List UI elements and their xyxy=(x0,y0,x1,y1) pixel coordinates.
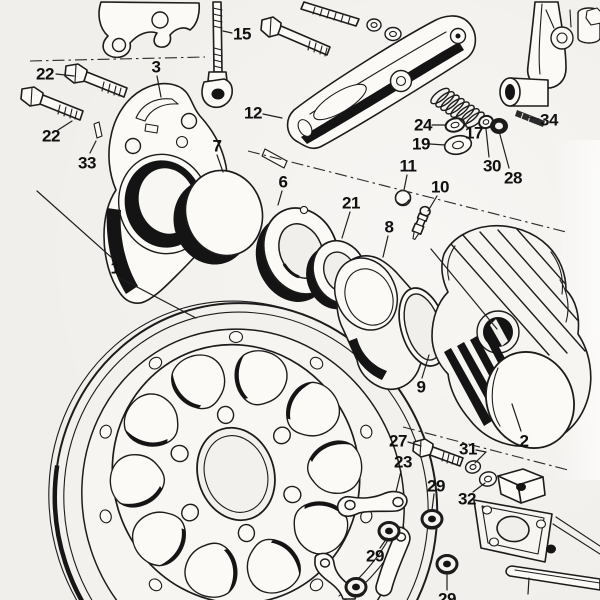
leader-line-7 xyxy=(216,154,224,173)
leaders-layer xyxy=(36,30,540,595)
part-label-15: 15 xyxy=(233,25,251,44)
leader-line-1 xyxy=(36,190,112,258)
part-label-22: 22 xyxy=(42,127,60,146)
leader-line-28 xyxy=(498,130,510,169)
part-label-33: 33 xyxy=(78,154,96,173)
caliper-body xyxy=(431,224,592,449)
leader-line-29 xyxy=(431,493,435,511)
part-label-28: 28 xyxy=(504,169,522,188)
part-label-2: 2 xyxy=(520,432,529,451)
part-label-11: 11 xyxy=(400,157,417,176)
leader-line-21 xyxy=(341,211,351,239)
phantom-line xyxy=(29,56,206,62)
part-label-12: 12 xyxy=(244,104,262,123)
part-label-23: 23 xyxy=(394,453,412,472)
part-label-19: 19 xyxy=(412,135,430,154)
leader-line xyxy=(430,248,498,330)
cap-nut xyxy=(420,509,444,531)
part-label-31: 31 xyxy=(459,440,477,459)
washer xyxy=(464,460,482,474)
caliper-outer-face xyxy=(485,351,575,449)
brake-pad xyxy=(173,148,288,265)
small-hardware xyxy=(443,110,545,156)
cap-nut xyxy=(377,521,401,543)
leader-line-30 xyxy=(485,128,490,158)
leader-line-6 xyxy=(277,190,283,206)
mount-bolt xyxy=(412,438,464,467)
part-label-9: 9 xyxy=(417,378,426,397)
washer xyxy=(444,117,466,133)
part-label-34: 34 xyxy=(540,111,559,130)
leader-line-33 xyxy=(89,140,97,154)
pad-pin xyxy=(261,148,288,169)
part-label-7: 7 xyxy=(213,137,222,156)
cap-nut xyxy=(344,577,368,599)
collar-bolt xyxy=(585,7,600,26)
part-label-30: 30 xyxy=(483,157,501,176)
leader-line-22 xyxy=(55,73,75,77)
bleeder-valve xyxy=(411,205,431,240)
stay-plate xyxy=(336,490,408,518)
leader-line-11 xyxy=(403,174,408,191)
washer xyxy=(478,471,498,487)
torque-arm xyxy=(286,15,477,150)
return-spring xyxy=(430,87,485,129)
leader-line-31 xyxy=(474,451,487,464)
part-label-8: 8 xyxy=(385,218,394,237)
caliper-fins xyxy=(443,227,591,356)
part-label-21: 21 xyxy=(342,194,360,213)
part-label-1: 1 xyxy=(111,259,120,278)
part-label-3: 3 xyxy=(152,58,161,77)
leader-line-32 xyxy=(472,482,486,493)
phantom-line xyxy=(402,426,569,471)
top-bolts xyxy=(260,1,402,57)
leader-line-1 xyxy=(117,276,197,319)
part-label-29: 29 xyxy=(438,590,456,600)
leader-line-19 xyxy=(429,143,446,146)
leader-line-12 xyxy=(262,113,283,119)
leader-line-23 xyxy=(395,470,402,493)
leader-line-3 xyxy=(156,75,162,98)
washer xyxy=(443,134,473,156)
washer xyxy=(478,114,494,130)
leader-line-31 xyxy=(475,449,487,453)
part-label-10: 10 xyxy=(431,178,449,197)
split-pin xyxy=(93,121,103,139)
leader-line-29 xyxy=(379,537,388,549)
labels-layer: 1236789101112151719212222232427282929293… xyxy=(36,25,559,600)
splash-guard-group xyxy=(314,490,459,600)
leader-line-9 xyxy=(421,354,430,379)
phantom-layer xyxy=(29,56,569,471)
leader-line-22 xyxy=(57,120,73,131)
brake-disc-rotor xyxy=(48,300,440,600)
leader-line xyxy=(527,577,530,595)
rotor-rim-shadow xyxy=(52,300,440,600)
leader-line-10 xyxy=(427,195,438,212)
part-label-17: 17 xyxy=(465,124,483,143)
leader-line-8 xyxy=(382,235,389,258)
part-label-29: 29 xyxy=(366,547,384,566)
part-label-22: 22 xyxy=(36,65,54,84)
part-label-32: 32 xyxy=(458,490,476,509)
pivot-bolts xyxy=(20,63,128,139)
leader-line-34 xyxy=(527,116,540,120)
phantom-line xyxy=(247,150,567,233)
washer xyxy=(366,18,382,32)
part-label-24: 24 xyxy=(414,116,433,135)
part-label-6: 6 xyxy=(279,173,288,192)
leader-line-27 xyxy=(407,441,422,447)
upper-bracket xyxy=(98,1,201,59)
rotor-center-hole xyxy=(196,426,276,522)
part-label-29: 29 xyxy=(427,477,445,496)
part-label-27: 27 xyxy=(389,432,407,451)
cap-nut xyxy=(435,554,459,576)
caliper-mount-group xyxy=(412,438,600,591)
leader-line-17 xyxy=(458,118,468,128)
torque-link xyxy=(499,1,600,107)
washer xyxy=(384,26,402,42)
leader-line-15 xyxy=(222,30,233,34)
anchor-stud xyxy=(201,1,233,109)
leader-line-2 xyxy=(511,403,522,432)
